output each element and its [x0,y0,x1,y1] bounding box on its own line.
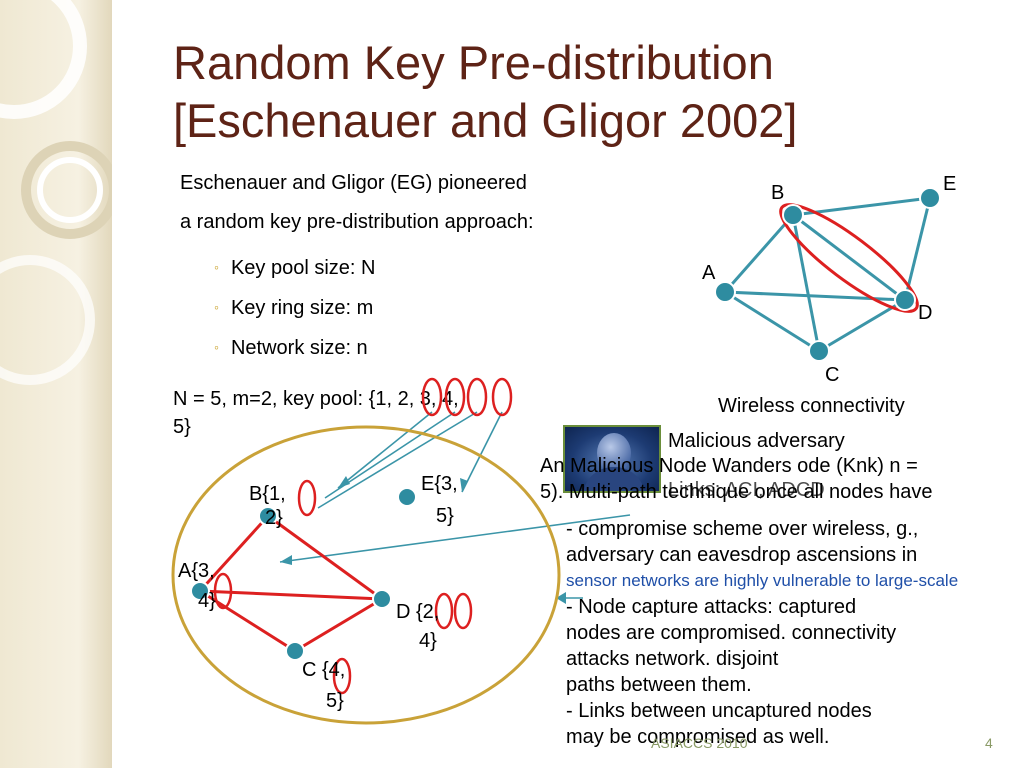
node-label-c: C {4, [302,659,345,681]
node-label-c: C [825,364,839,386]
list-item: ◦Key pool size: N [214,257,376,279]
overlap-line: may be compromised as well. [566,726,830,748]
bullet-icon: ◦ [214,259,219,275]
node-label-e: E [943,173,956,195]
arrowheads [280,476,566,604]
wireless-connectivity-caption: Wireless connectivity [718,395,905,417]
node-label-a: A{3, [178,560,215,582]
node-keys-c: 5} [326,690,344,712]
edge-d-c [294,597,383,653]
wireless-graph: B E A D C [702,173,956,386]
edge-a-d [199,589,383,601]
overlap-line: - Links between uncaptured nodes [566,700,872,722]
node-label-d: D [918,302,932,324]
overlap-line: attacks network. disjoint [566,648,779,670]
overlap-line: - Node capture attacks: captured [566,596,857,618]
compromised-link-oval [779,203,919,313]
key-pool-parameters: N = 5, m=2, key pool: {1, 2, 3, 4, 5} [173,385,553,441]
node-e [919,187,941,209]
node-label-e: E{3, [421,473,458,495]
intro-line-1: Eschenauer and Gligor (EG) pioneered [180,172,527,194]
edge-b-c [791,214,821,352]
edge-b-d [792,213,906,302]
intro-line-2: a random key pre-distribution approach: [180,211,534,233]
node-a [190,581,210,601]
node-label-b: B [771,182,784,204]
node-d [372,589,392,609]
overlap-line: An Malicious Node Wanders ode (Knk) n = [540,455,918,477]
node-label-b: B{1, [249,483,286,505]
params-line-2: 5} [173,416,191,438]
overlapping-text-body: - compromise scheme over wireless, g., a… [566,516,958,750]
node-b [258,506,278,526]
node-c [285,641,305,661]
edge-b-a [723,214,795,293]
slide-title: Random Key Pre-distribution [Eschenauer … [173,34,973,150]
overlap-line: - compromise scheme over wireless, g., [566,518,919,540]
node-keys-a: 4} [198,590,216,612]
list-item: ◦Key ring size: m [214,297,374,319]
node-label-d: D {2, [396,601,439,623]
overlap-header-fragment: Links: ACI, ADCD [668,479,825,501]
node-keys-e: 5} [436,505,454,527]
adversary-caption: Malicious adversary [668,430,845,452]
network-boundary-oval [171,425,561,725]
adversary-head-icon [597,433,631,473]
key-sharing-graph: B{1, 2} E{3, 5} A{3, 4} D {2, 4} C {4, 5… [178,473,473,712]
node-label-a: A [702,262,716,284]
bullet-icon: ◦ [214,339,219,355]
overlap-line: sensor networks are highly vulnerable to… [566,571,959,590]
overlap-line: adversary can eavesdrop ascensions in [566,544,918,566]
edge-b-d [267,514,383,601]
params-line-1: N = 5, m=2, key pool: {1, 2, 3, 4, [173,388,459,410]
page-number: 4 [985,735,993,751]
node-keys-d: 4} [419,630,437,652]
edge-a-d [724,290,906,302]
bullet-icon: ◦ [214,299,219,315]
overlapping-text-block: 5). Multi-path technique once all nodes … [540,480,932,504]
overlap-line: paths between them. [566,674,752,696]
edge-e-d [903,197,932,301]
adversary-image [563,425,661,493]
title-line-2: [Eschenauer and Gligor 2002] [173,94,798,147]
node-a [714,281,736,303]
overlap-line: nodes are compromised. connectivity [566,622,897,644]
overlapping-text-block: An Malicious Node Wanders ode (Knk) n = [540,454,918,478]
node-keys-b: 2} [265,507,283,529]
footer-conference: ASIACCS 2010 [651,735,748,751]
parameter-list: ◦Key pool size: N ◦Key ring size: m ◦Net… [214,248,375,368]
overlap-line: 5). Multi-path technique once all nodes … [540,481,933,503]
decorative-rings [0,0,112,385]
node-d [894,289,916,311]
title-line-1: Random Key Pre-distribution [173,36,774,89]
edge-a-c [724,290,820,353]
node-e [397,487,417,507]
key-pool-highlights [421,377,513,417]
node-b [782,204,804,226]
edge-b-a [198,514,270,593]
list-item: ◦Network size: n [214,337,368,359]
node-c [808,340,830,362]
